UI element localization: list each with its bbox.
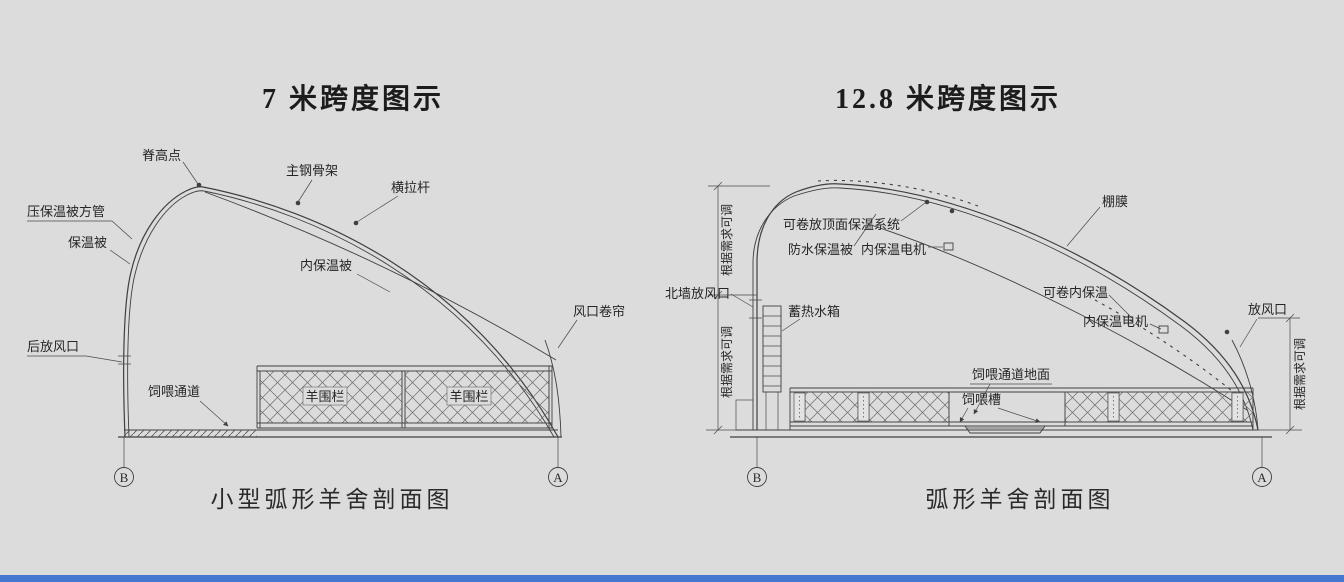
right-dimensions: 根据需求可调 根据需求可调 根据需求可调 <box>706 181 1307 435</box>
right-fence <box>789 387 1254 434</box>
fence-tag-boxes <box>793 392 1244 422</box>
left-inner-insulation-line <box>204 191 557 361</box>
feeding-trough-label: 饲喂槽 <box>962 392 1001 407</box>
sheep-pen-label-2: 羊围栏 <box>449 389 488 404</box>
left-leader-lines <box>27 161 578 427</box>
inner-insulation-quilt-label: 内保温被 <box>300 258 352 273</box>
left-fence: 羊围栏 羊围栏 <box>256 365 553 429</box>
roof-insulation-ticks <box>817 179 979 207</box>
feeding-channel-label: 饲喂通道 <box>148 384 200 399</box>
left-base-hatch-block <box>735 399 754 431</box>
left-ground <box>118 429 562 438</box>
waterproof-insulation-quilt-label: 防水保温被 <box>788 242 853 257</box>
ridge-point-label: 脊高点 <box>142 148 181 163</box>
bottom-accent-bar <box>0 575 1344 582</box>
right-fence-panel-4 <box>1118 391 1233 423</box>
axis-letter-b-right: B <box>753 470 762 485</box>
left-vent-roller <box>544 339 562 438</box>
heat-storage-water-tank-label: 蓄热水箱 <box>788 304 840 319</box>
axis-letter-b-left: B <box>120 470 129 485</box>
horizontal-tie-rod-label: 横拉杆 <box>391 180 430 195</box>
sheep-pen-label-box-2 <box>446 386 492 406</box>
insulation-press-tube-label: 压保温被方管 <box>27 204 105 219</box>
axis-letter-a-right: A <box>1257 470 1267 485</box>
sheep-pen-label-1: 羊围栏 <box>305 389 344 404</box>
feeding-channel-ground-label: 饲喂通道地面 <box>972 367 1050 382</box>
north-wall-vent-label: 北墙放风口 <box>665 286 730 301</box>
right-diagram: 12.8 米跨度图示 <box>665 83 1307 512</box>
right-fence-panel-5 <box>1242 391 1254 423</box>
right-leader-lines <box>730 202 1258 423</box>
right-labels: 可卷放顶面保温系统 防水保温被 内保温电机 棚膜 北墙放风口 蓄热水箱 可卷内保… <box>665 194 1287 407</box>
sheep-pen-label-box-1 <box>302 386 348 406</box>
adjustable-dim-left-lower: 根据需求可调 <box>720 326 734 398</box>
inner-insulation-motor-side-label: 内保温电机 <box>1083 314 1148 329</box>
feeding-trough-shape <box>955 425 1055 434</box>
right-fence-panel-1 <box>804 391 859 423</box>
rollable-roof-insulation-system-label: 可卷放顶面保温系统 <box>783 217 900 232</box>
right-fence-panel-3 <box>1064 391 1109 423</box>
left-axis-markers: B A <box>114 437 568 487</box>
inner-insulation-motor-top-symbol <box>943 242 954 251</box>
rollable-inner-insulation-label: 可卷内保温 <box>1043 285 1108 300</box>
left-title: 7 米跨度图示 <box>262 83 444 115</box>
axis-circle-a-right <box>1252 467 1272 487</box>
axis-circle-b-right <box>747 467 767 487</box>
vent-label: 放风口 <box>1248 302 1287 317</box>
axis-letter-a-left: A <box>553 470 563 485</box>
inner-insulation-motor-side-symbol <box>1158 325 1169 334</box>
left-labels: 脊高点 主钢骨架 横拉杆 压保温被方管 保温被 内保温被 风口卷帘 后放风口 饲… <box>27 148 625 399</box>
right-inner-insulation-line <box>867 223 1248 411</box>
adjustable-dim-left-upper: 根据需求可调 <box>720 204 734 276</box>
right-fence-panel-2 <box>868 391 950 423</box>
left-diagram: 7 米跨度图示 羊围栏 羊围栏 <box>27 83 625 512</box>
left-caption: 小型弧形羊舍剖面图 <box>211 487 454 512</box>
right-title: 12.8 米跨度图示 <box>835 83 1061 115</box>
right-axis-markers: B A <box>747 437 1272 487</box>
rear-vent-label: 后放风口 <box>27 339 79 354</box>
axis-circle-b-left <box>114 467 134 487</box>
insulation-quilt-label: 保温被 <box>68 235 107 250</box>
left-floor-hatch <box>124 430 257 437</box>
right-caption: 弧形羊舍剖面图 <box>926 487 1115 512</box>
inner-insulation-motor-top-label: 内保温电机 <box>861 242 926 257</box>
right-ground <box>730 429 1272 438</box>
right-vent-roller <box>1231 339 1259 431</box>
adjustable-dim-right: 根据需求可调 <box>1293 338 1307 410</box>
main-steel-frame-label: 主钢骨架 <box>286 163 338 178</box>
greenhouse-film-label: 棚膜 <box>1102 194 1128 209</box>
water-tank <box>762 305 782 430</box>
axis-circle-a-left <box>548 467 568 487</box>
vent-roller-curtain-label: 风口卷帘 <box>573 304 625 319</box>
left-shed-structure <box>118 182 562 438</box>
